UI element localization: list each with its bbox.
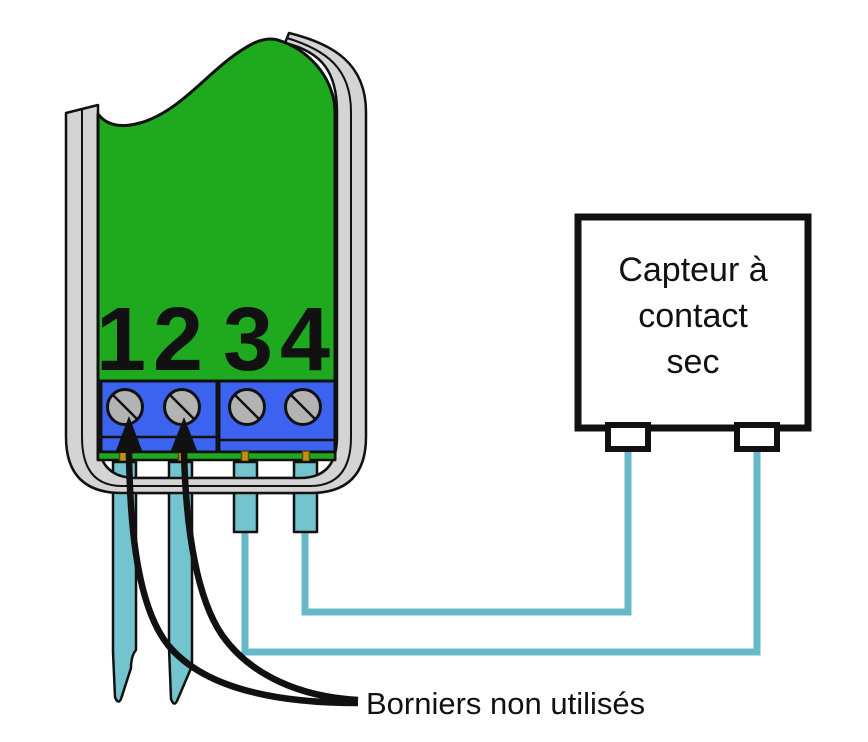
sensor-label-line3: sec <box>667 343 720 381</box>
pcb-edge-strip <box>96 450 337 462</box>
terminal-numbers: 1 2 3 4 <box>96 290 330 390</box>
annotation-arrows <box>115 416 359 707</box>
terminal-number-1: 1 <box>96 290 146 390</box>
wire-stub-3 <box>232 460 259 534</box>
arrow-to-terminal-1 <box>125 451 359 707</box>
arrow-to-terminal-2 <box>180 451 359 704</box>
wire-stub-4 <box>292 460 319 534</box>
screw-4 <box>284 388 322 426</box>
arrowhead-1 <box>115 416 143 453</box>
terminal-number-3: 3 <box>223 290 273 390</box>
screw-3 <box>228 388 266 426</box>
sensor-wire-terminal3 <box>241 449 761 656</box>
screw-2 <box>163 388 201 426</box>
sensor-wire-terminal4 <box>301 449 632 616</box>
terminal-screws <box>106 388 322 426</box>
sensor-box: Capteur à contact sec <box>574 213 812 452</box>
sensor-label-line1: Capteur à <box>618 251 767 289</box>
casing-band-front <box>88 468 350 495</box>
arrowhead-2 <box>170 417 198 453</box>
terminal-number-4: 4 <box>280 290 330 390</box>
terminal-number-2: 2 <box>153 290 203 390</box>
screw-1 <box>106 388 144 426</box>
sensor-tab-left <box>605 422 651 452</box>
annotation-label: Borniers non utilisés <box>366 686 645 721</box>
sensor-label-line2: contact <box>638 297 748 335</box>
sensor-tab-right <box>734 422 780 452</box>
module-front-panel <box>96 37 337 461</box>
